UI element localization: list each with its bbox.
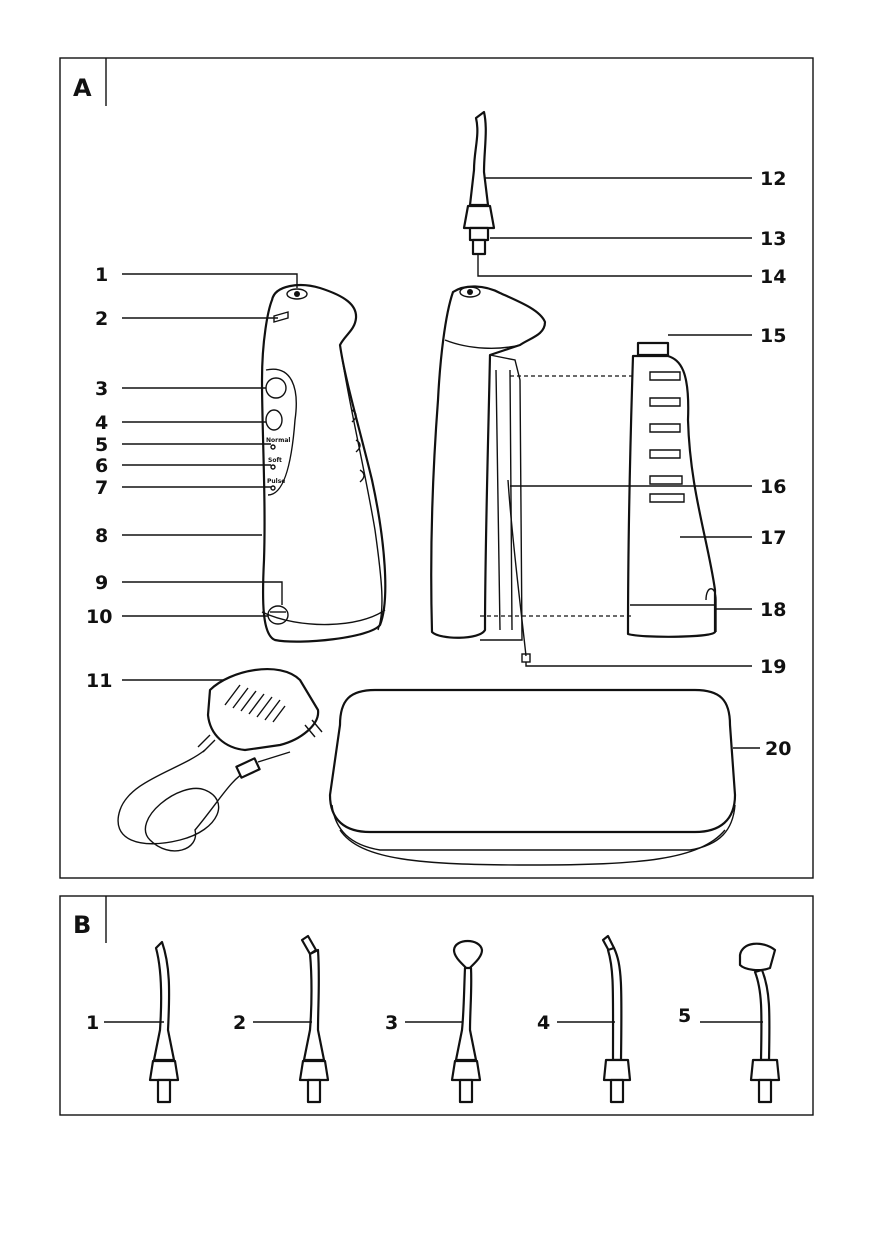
callout-7: 7 [95, 477, 108, 499]
alignment-guides [480, 375, 632, 617]
panel-b-label: B [73, 911, 91, 939]
callout-9: 9 [95, 572, 108, 594]
callout-4: 4 [95, 412, 108, 434]
mode-label-normal: Normal [266, 437, 290, 444]
callout-12: 12 [760, 168, 786, 190]
mode-label-soft: Soft [268, 457, 282, 464]
callout-b-5: 5 [678, 1005, 691, 1027]
callout-11: 11 [86, 670, 112, 692]
nozzle-5 [738, 942, 781, 1104]
callout-2: 2 [95, 308, 108, 330]
nozzle-4 [601, 934, 632, 1104]
callout-19: 19 [760, 656, 786, 678]
callout-b-3: 3 [385, 1012, 398, 1034]
panel-b-frame [59, 895, 814, 1116]
callout-18: 18 [760, 599, 786, 621]
callout-8: 8 [95, 525, 108, 547]
mode-label-pulse: Pulse [267, 478, 285, 485]
panel-a-frame [59, 57, 814, 879]
callout-15: 15 [760, 325, 786, 347]
panel-a-label: A [73, 74, 92, 102]
water-tank [626, 341, 717, 638]
handset-side [430, 285, 547, 663]
callout-13: 13 [760, 228, 786, 250]
callout-b-4: 4 [537, 1012, 550, 1034]
charger [117, 668, 323, 852]
nozzle-2 [298, 934, 330, 1104]
callout-1: 1 [95, 264, 108, 286]
callout-5: 5 [95, 434, 108, 456]
callout-b-2: 2 [233, 1012, 246, 1034]
nozzle-1 [148, 940, 180, 1104]
callout-16: 16 [760, 476, 786, 498]
callout-10: 10 [86, 606, 112, 628]
callout-17: 17 [760, 527, 786, 549]
nozzle-3 [450, 939, 484, 1104]
callout-3: 3 [95, 378, 108, 400]
callout-6: 6 [95, 455, 108, 477]
callout-20: 20 [765, 738, 791, 760]
nozzle [462, 110, 496, 256]
handset-front: Normal Soft Pulse [260, 284, 387, 643]
callout-leaders-a [122, 177, 760, 749]
travel-case [328, 688, 737, 866]
callout-14: 14 [760, 266, 786, 288]
callout-b-1: 1 [86, 1012, 99, 1034]
